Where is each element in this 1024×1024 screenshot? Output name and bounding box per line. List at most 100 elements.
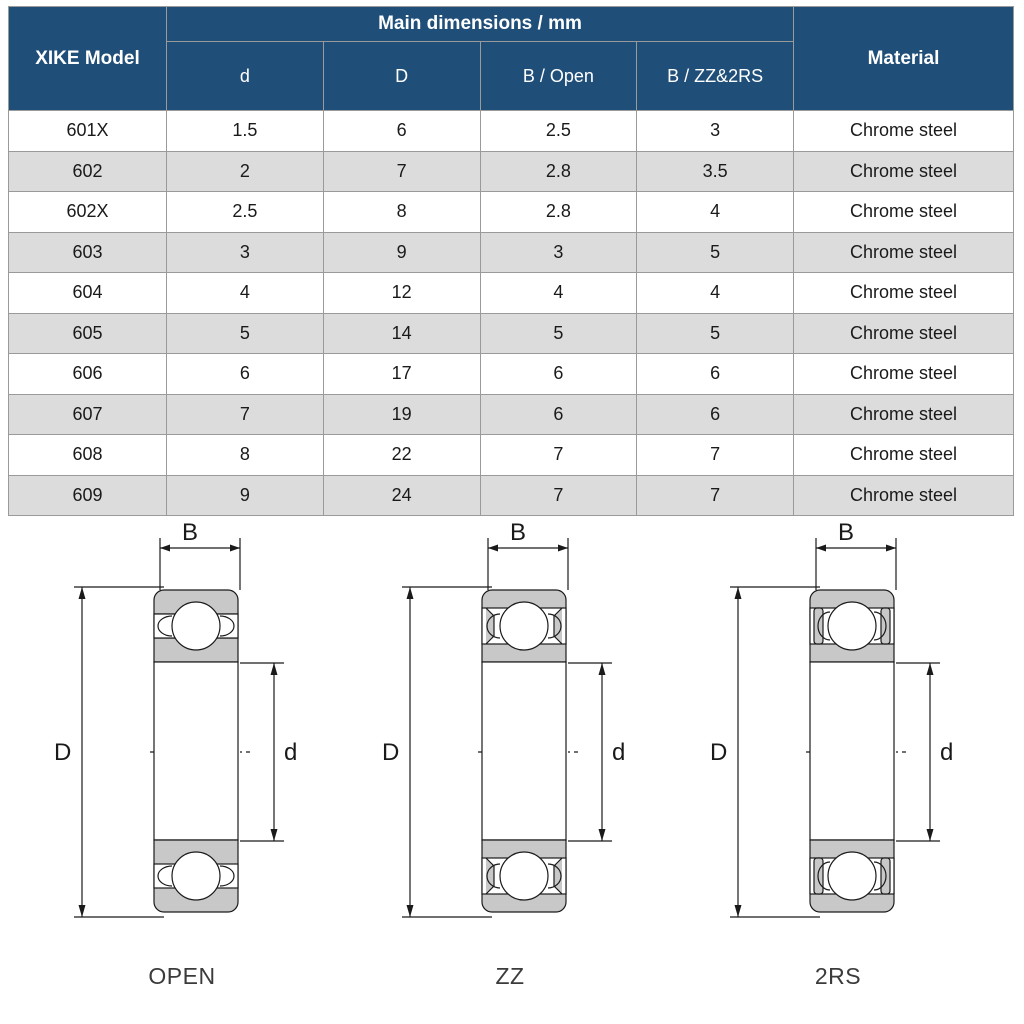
- table-header: XIKE Model Main dimensions / mm Material…: [8, 6, 1014, 111]
- label-D-open: D: [54, 739, 71, 766]
- d-outer-arrow-top: [406, 587, 414, 599]
- shoulder-arc-bottom-right: [873, 861, 887, 891]
- shoulder-arc-top-left: [157, 615, 173, 637]
- cell-d: 9: [166, 474, 324, 516]
- label-d-2rs: d: [940, 739, 953, 766]
- cell-b-zz-2rs: 4: [636, 272, 794, 314]
- cell-b-open: 7: [479, 434, 638, 476]
- shoulder-arc-bottom-right: [219, 865, 235, 887]
- b-arrow-left: [816, 544, 826, 552]
- d-inner-arrow-bottom: [926, 829, 934, 841]
- d-inner-arrow-bottom: [598, 829, 606, 841]
- column-header-d: d: [166, 41, 324, 111]
- cell-b-zz-2rs: 3.5: [636, 150, 794, 192]
- cell-D: 24: [322, 474, 481, 516]
- bearing-cross-section-zz: D d B: [382, 519, 625, 918]
- cell-model: 607: [8, 393, 167, 435]
- cell-D: 12: [322, 272, 481, 314]
- label-d-zz: d: [612, 739, 625, 766]
- cell-material: Chrome steel: [793, 150, 1014, 192]
- cell-d: 3: [166, 231, 324, 273]
- cell-b-open: 2.8: [479, 150, 638, 192]
- d-inner-arrow-bottom: [270, 829, 278, 841]
- bearing-figure-2rs: D d B 2RS: [668, 508, 1008, 1024]
- cell-d: 2.5: [166, 191, 324, 233]
- cell-D: 22: [322, 434, 481, 476]
- table-header-row-top: XIKE Model Main dimensions / mm Material: [8, 6, 1014, 111]
- column-header-material: Material: [793, 6, 1014, 111]
- d-outer-arrow-top: [734, 587, 742, 599]
- b-arrow-right: [886, 544, 896, 552]
- cell-D: 19: [322, 393, 481, 435]
- cell-d: 4: [166, 272, 324, 314]
- cell-D: 8: [322, 191, 481, 233]
- d-outer-arrow-top: [78, 587, 86, 599]
- cell-model: 608: [8, 434, 167, 476]
- cell-material: Chrome steel: [793, 353, 1014, 395]
- figure-caption-zz: ZZ: [495, 963, 525, 989]
- shoulder-arc-bottom-left: [486, 863, 501, 889]
- ball-bottom: [171, 851, 221, 901]
- d-outer-arrow-bottom: [78, 905, 86, 917]
- cell-d: 2: [166, 150, 324, 192]
- bearing-diagrams-area: D d B OPEN: [0, 508, 1024, 1024]
- shoulder-arc-bottom-left: [157, 865, 173, 887]
- shoulder-arc-top-right: [547, 613, 562, 639]
- cell-D: 14: [322, 312, 481, 354]
- cell-D: 6: [322, 110, 481, 152]
- b-arrow-left: [160, 544, 170, 552]
- ball-bottom: [827, 851, 877, 901]
- cell-D: 17: [322, 353, 481, 395]
- label-D-zz: D: [382, 739, 399, 766]
- d-inner-arrow-top: [926, 663, 934, 675]
- cell-b-open: 6: [479, 393, 638, 435]
- cell-D: 7: [322, 150, 481, 192]
- cell-d: 6: [166, 353, 324, 395]
- b-arrow-right: [230, 544, 240, 552]
- inner-bore-region: [481, 661, 567, 841]
- d-outer-arrow-bottom: [734, 905, 742, 917]
- figure-caption-open: OPEN: [148, 963, 216, 989]
- cell-material: Chrome steel: [793, 191, 1014, 233]
- inner-bore-region: [153, 661, 239, 841]
- cell-b-open: 6: [479, 353, 638, 395]
- cell-b-zz-2rs: 6: [636, 353, 794, 395]
- label-d-open: d: [284, 739, 297, 766]
- ball-bottom: [499, 851, 549, 901]
- ball-top: [499, 601, 549, 651]
- shoulder-arc-bottom-left: [817, 861, 831, 891]
- cell-model: 605: [8, 312, 167, 354]
- label-D-2rs: D: [710, 739, 727, 766]
- cell-d: 5: [166, 312, 324, 354]
- cell-model: 601X: [8, 110, 167, 152]
- cell-b-open: 2.8: [479, 191, 638, 233]
- column-header-D: D: [322, 41, 481, 111]
- table-header-row-sub: d D B / Open B / ZZ&2RS: [9, 41, 1014, 111]
- figure-caption-2rs: 2RS: [814, 963, 862, 989]
- shoulder-arc-top-left: [817, 611, 831, 641]
- label-B-open: B: [182, 519, 198, 546]
- label-B-zz: B: [510, 519, 526, 546]
- ball-top: [171, 601, 221, 651]
- cell-material: Chrome steel: [793, 272, 1014, 314]
- bearing-cross-section-open: D d B: [54, 519, 297, 918]
- cell-material: Chrome steel: [793, 474, 1014, 516]
- bearing-figure-zz: D d B ZZ: [340, 508, 680, 1024]
- cell-b-open: 5: [479, 312, 638, 354]
- cell-b-open: 2.5: [479, 110, 638, 152]
- shoulder-arc-bottom-right: [547, 863, 562, 889]
- cell-d: 1.5: [166, 110, 324, 152]
- d-outer-arrow-bottom: [406, 905, 414, 917]
- cell-model: 604: [8, 272, 167, 314]
- cell-model: 609: [8, 474, 167, 516]
- column-header-model: XIKE Model: [8, 6, 167, 111]
- d-inner-arrow-top: [270, 663, 278, 675]
- shoulder-arc-top-right: [873, 611, 887, 641]
